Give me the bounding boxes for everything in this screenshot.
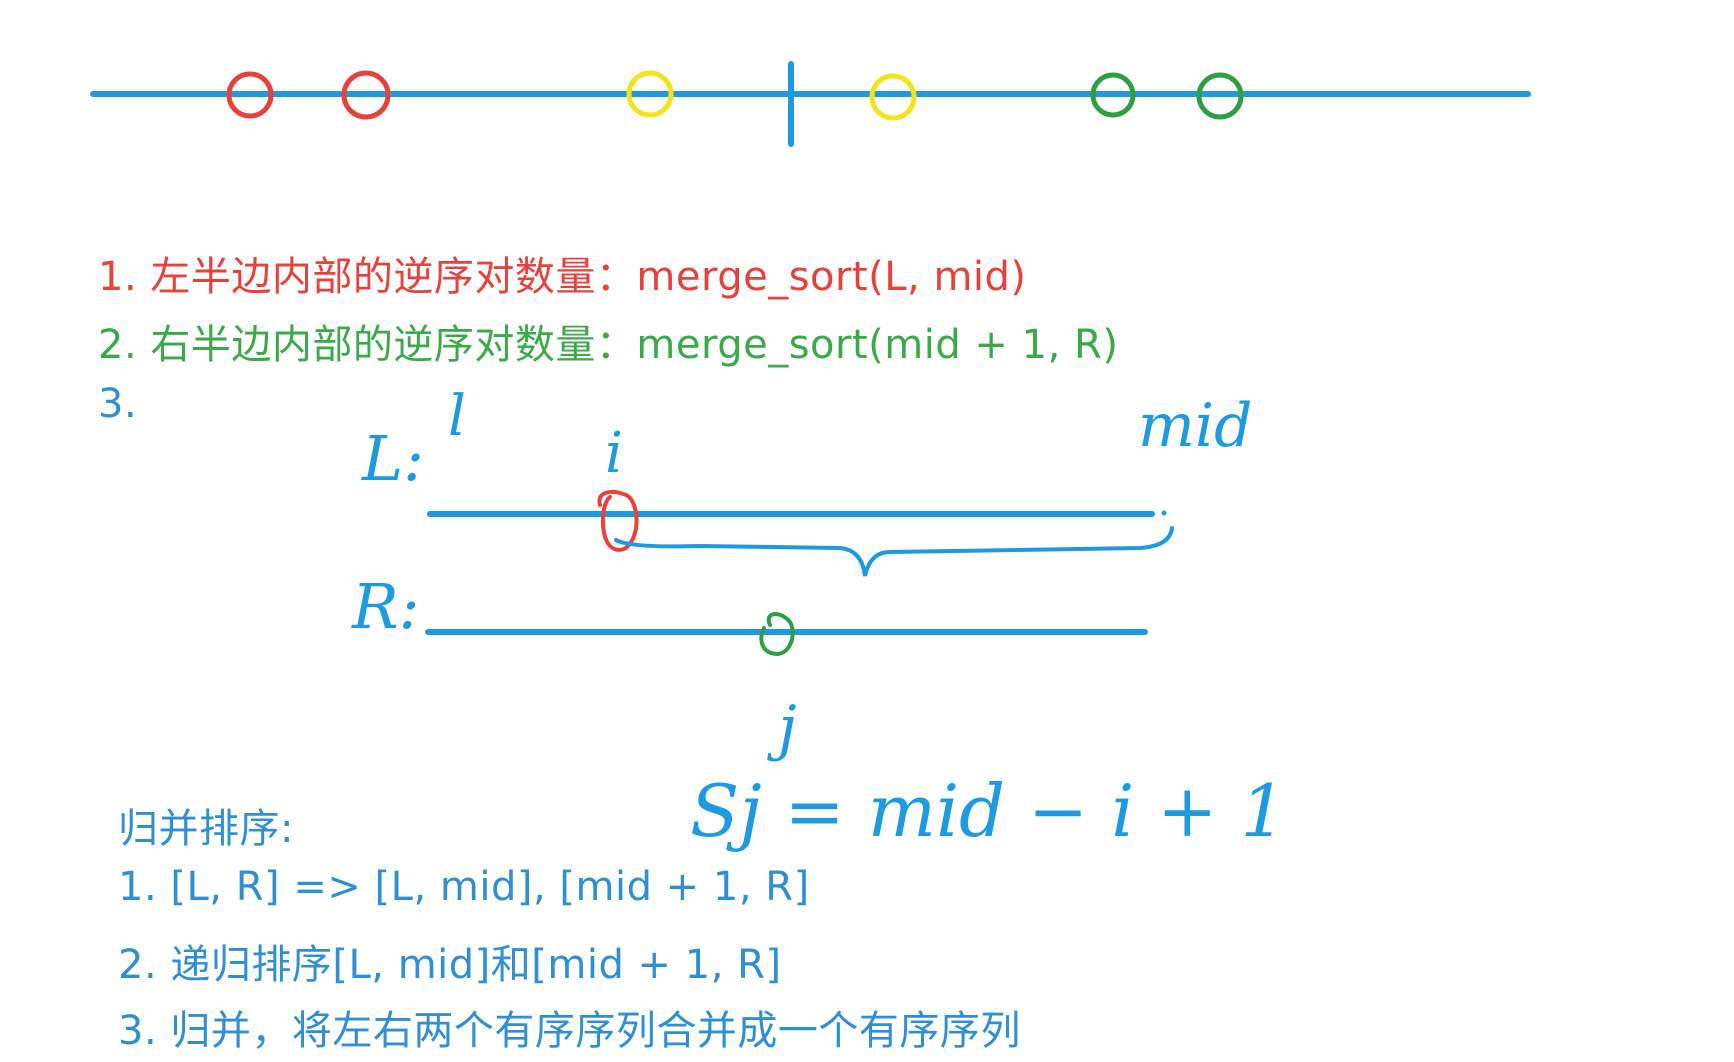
step-2-text: 2. 右半边内部的逆序对数量：merge_sort(mid + 1, R) <box>98 322 1119 368</box>
merge-sort-item-1: 1. [L, R] => [L, mid], [mid + 1, R] <box>118 864 810 910</box>
green-point-1 <box>1090 72 1136 118</box>
merge-sort-title: 归并排序: <box>118 806 294 852</box>
left-dot-end <box>1161 510 1167 516</box>
merge-sort-item-2: 2. 递归排序[L, mid]和[mid + 1, R] <box>118 942 782 988</box>
yellow-point-1 <box>626 70 674 118</box>
count-formula: Sj = mid − i + 1 <box>690 769 1286 853</box>
green-point-2 <box>1196 72 1244 120</box>
i-label: i <box>605 421 623 486</box>
r-label: R: <box>351 570 420 643</box>
yellow-point-2 <box>869 73 917 121</box>
l-label: L: <box>361 422 424 495</box>
l-small-label: l <box>448 384 466 449</box>
red-point-1 <box>226 71 274 119</box>
step-1-text: 1. 左半边内部的逆序对数量：merge_sort(L, mid) <box>98 254 1027 300</box>
mid-label: mid <box>1138 391 1253 461</box>
i-marker-circle <box>597 489 639 552</box>
step-3-text: 3. <box>98 381 138 427</box>
j-marker-circle <box>759 612 795 657</box>
j-label: j <box>767 693 797 763</box>
red-point-2 <box>341 70 391 120</box>
merge-sort-item-3: 3. 归并，将左右两个有序序列合并成一个有序序列 <box>118 1008 1021 1054</box>
count-brace <box>614 526 1174 577</box>
